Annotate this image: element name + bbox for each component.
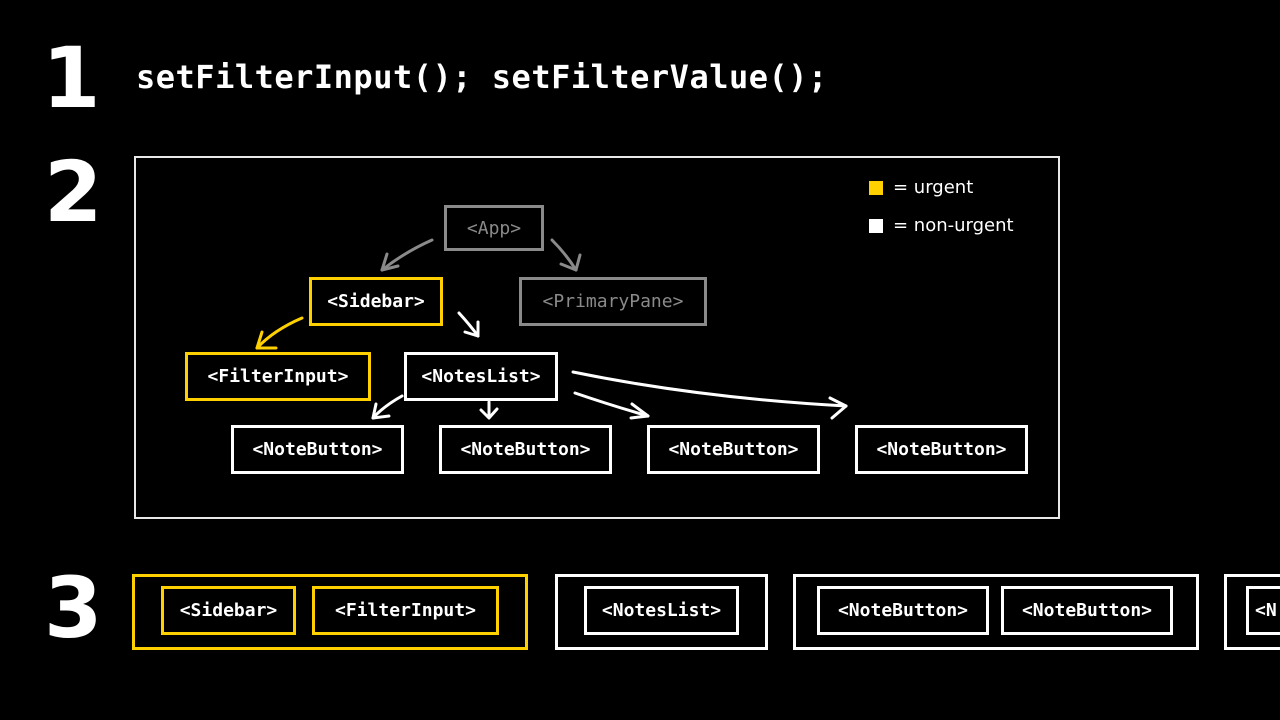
- arrowhead-noteslist-button2: [479, 407, 499, 420]
- group-notes-list: <NotesList>: [584, 586, 739, 635]
- legend-urgent: = urgent: [869, 177, 973, 198]
- arrowhead-noteslist-button4: [828, 396, 848, 420]
- step-number-1: 1: [42, 29, 101, 127]
- legend-non-urgent: = non-urgent: [869, 215, 1014, 236]
- non-urgent-swatch-icon: [869, 218, 883, 233]
- legend-urgent-label: = urgent: [893, 177, 974, 198]
- step-number-3: 3: [44, 559, 103, 657]
- arrow-sidebar-filterinput: [255, 316, 304, 350]
- cut-off-render-group: [1224, 574, 1280, 650]
- node-sidebar: <Sidebar>: [309, 277, 443, 326]
- node-primary-pane: <PrimaryPane>: [519, 277, 707, 326]
- arrowhead-sidebar-filterinput: [255, 330, 278, 350]
- arrowhead-sidebar-noteslist: [463, 320, 480, 338]
- arrow-noteslist-button3: [573, 391, 650, 418]
- arrow-noteslist-button4: [571, 370, 848, 408]
- arrowhead-app-primarypane: [559, 253, 582, 272]
- legend-non-urgent-label: = non-urgent: [893, 215, 1014, 236]
- arrow-app-primarypane: [550, 238, 578, 272]
- component-tree-frame: [134, 156, 1060, 519]
- arrowhead-app-sidebar: [380, 252, 400, 272]
- node-note-button-4: <NoteButton>: [855, 425, 1028, 474]
- white-arrows: [371, 311, 848, 420]
- node-filter-input: <FilterInput>: [185, 352, 371, 401]
- urgent-render-group: [132, 574, 528, 650]
- group-note-button-1: <NoteButton>: [817, 586, 989, 635]
- note-buttons-render-group: [793, 574, 1199, 650]
- group-sidebar: <Sidebar>: [161, 586, 296, 635]
- group-filter-input: <FilterInput>: [312, 586, 499, 635]
- sidebar-urgent-arrow: [255, 316, 304, 350]
- urgent-swatch-icon: [869, 180, 883, 195]
- code-line: setFilterInput(); setFilterValue();: [136, 58, 828, 96]
- node-note-button-1: <NoteButton>: [231, 425, 404, 474]
- arrowhead-noteslist-button3: [629, 402, 650, 420]
- arrowhead-noteslist-button1: [371, 402, 391, 420]
- node-note-button-2: <NoteButton>: [439, 425, 612, 474]
- step-number-2: 2: [44, 143, 103, 241]
- arrow-app-sidebar: [380, 238, 434, 272]
- app-arrows: [380, 238, 582, 272]
- group-note-button-2: <NoteButton>: [1001, 586, 1173, 635]
- group-cut-off-node: <N: [1246, 586, 1280, 635]
- node-app: <App>: [444, 205, 544, 251]
- node-note-button-3: <NoteButton>: [647, 425, 820, 474]
- node-notes-list: <NotesList>: [404, 352, 558, 401]
- notes-list-render-group: [555, 574, 768, 650]
